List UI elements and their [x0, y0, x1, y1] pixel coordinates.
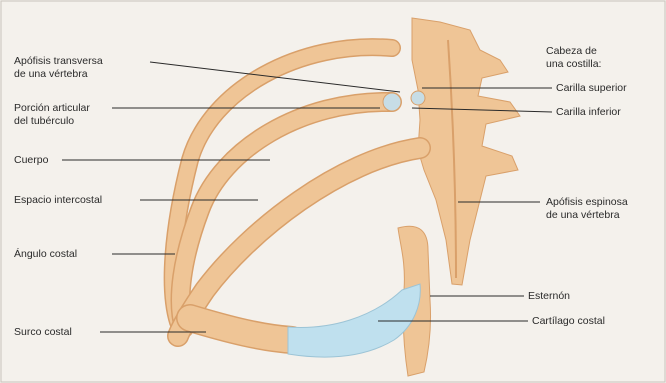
label-esternon: Esternón	[528, 290, 570, 303]
label-cabeza-costilla: Cabeza de una costilla:	[546, 45, 601, 71]
label-carilla-inferior: Carilla inferior	[556, 106, 621, 119]
rib-head-facet-lower	[411, 91, 425, 105]
label-cuerpo: Cuerpo	[14, 154, 48, 167]
label-apofisis-espinosa: Apófisis espinosa de una vértebra	[546, 196, 628, 222]
label-cartilago-costal: Cartílago costal	[532, 315, 605, 328]
rib-head-facet-upper	[383, 93, 401, 111]
label-apofisis-transversa: Apófisis transversa de una vértebra	[14, 55, 103, 81]
label-angulo-costal: Ángulo costal	[14, 248, 77, 261]
label-carilla-superior: Carilla superior	[556, 82, 627, 95]
label-surco-costal: Surco costal	[14, 326, 72, 339]
label-espacio-intercostal: Espacio intercostal	[14, 194, 102, 207]
label-porcion-articular: Porción articular del tubérculo	[14, 102, 90, 128]
